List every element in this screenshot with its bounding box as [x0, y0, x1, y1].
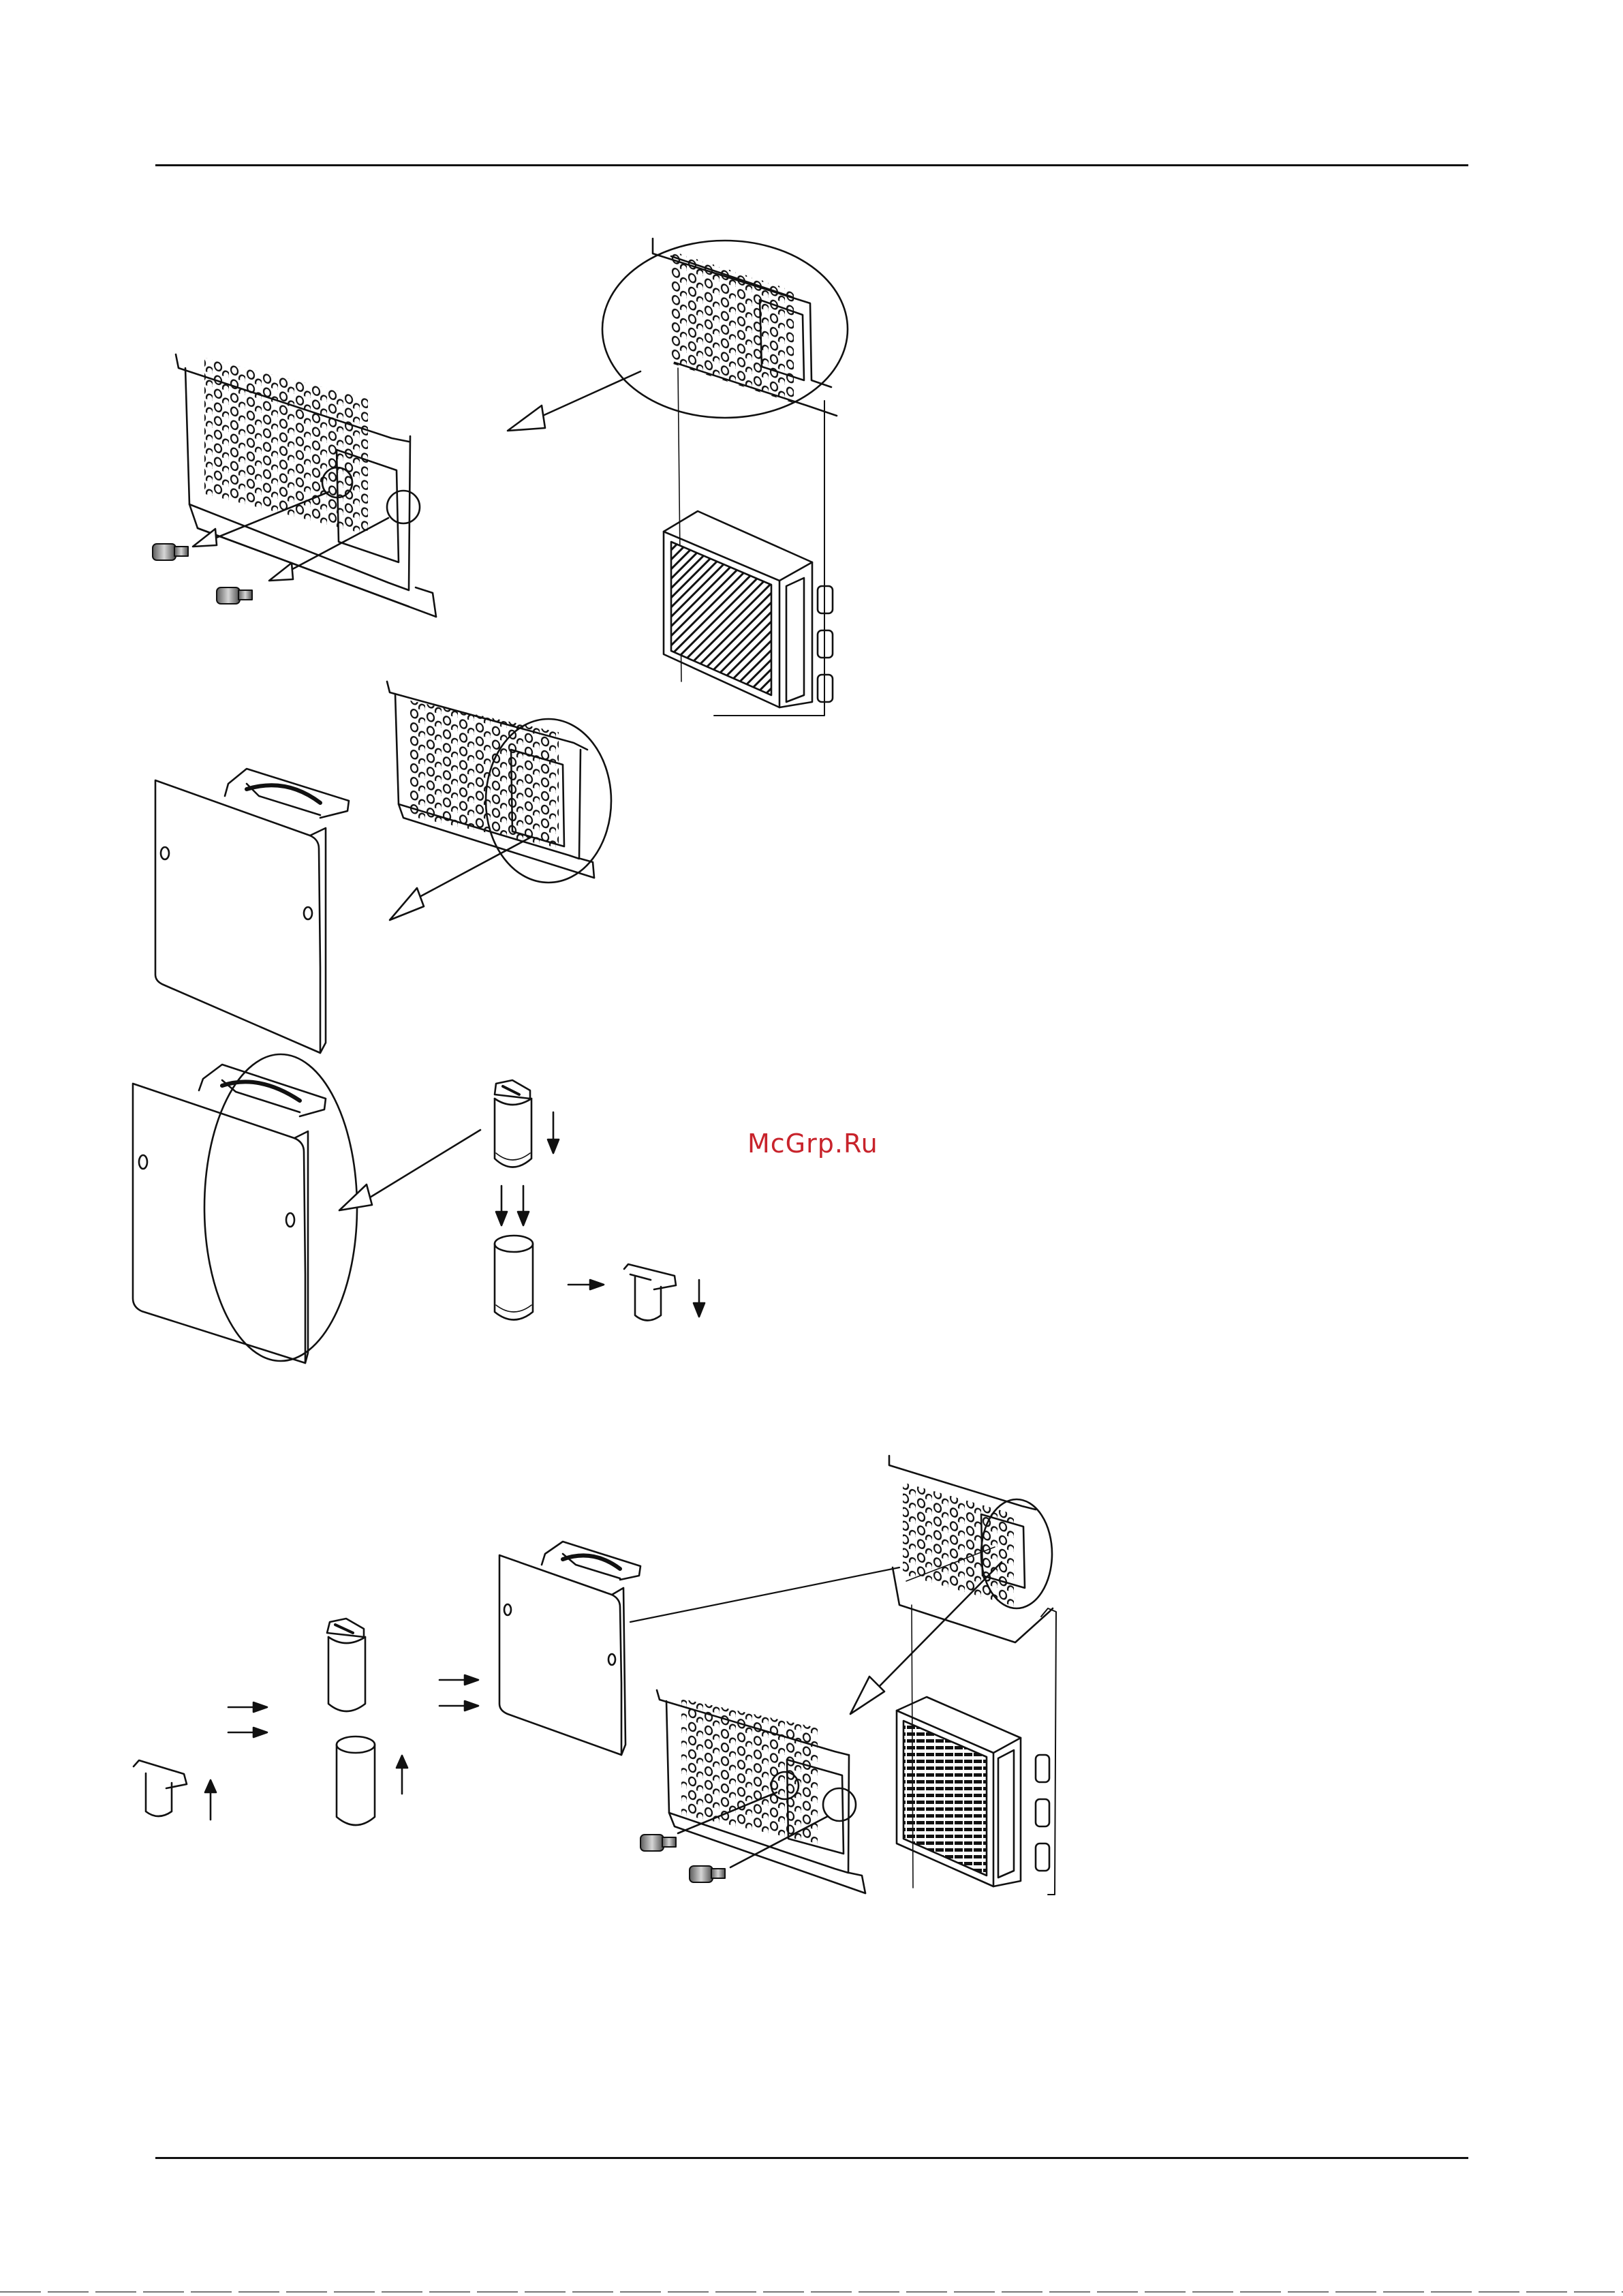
scan-edge	[0, 2291, 1623, 2293]
heater-unit-bottom	[897, 1697, 1049, 1886]
screw-icon-3	[640, 1835, 676, 1851]
heater-unit-top	[664, 511, 833, 707]
perforated-panel-reassembly	[657, 1690, 865, 1893]
capacitor-bracket-icon	[624, 1264, 676, 1321]
capacitor-icon-with-bracket	[495, 1080, 531, 1167]
perforated-panel-step1	[176, 354, 436, 617]
cover-plate-step3	[133, 1065, 326, 1363]
capacitor-icon-bare	[495, 1236, 533, 1320]
screw-icon-2	[217, 587, 252, 604]
watermark: McGrp.Ru	[747, 1129, 878, 1159]
capacitor-icon-with-bracket-reassembly	[327, 1619, 365, 1711]
detail-circle-step3	[204, 1054, 357, 1361]
arrow-step1-circle	[540, 371, 640, 417]
detail-circle-screw-b	[387, 491, 420, 523]
capacitor-bracket-icon-reassembly	[134, 1760, 187, 1816]
cover-plate-reassembly	[499, 1542, 640, 1755]
cover-plate-step2	[155, 769, 349, 1053]
screw-icon-4	[690, 1866, 725, 1882]
screw-icon-1	[153, 544, 188, 560]
capacitor-icon-bare-reassembly	[337, 1736, 375, 1825]
perforated-panel-step2	[387, 682, 594, 878]
